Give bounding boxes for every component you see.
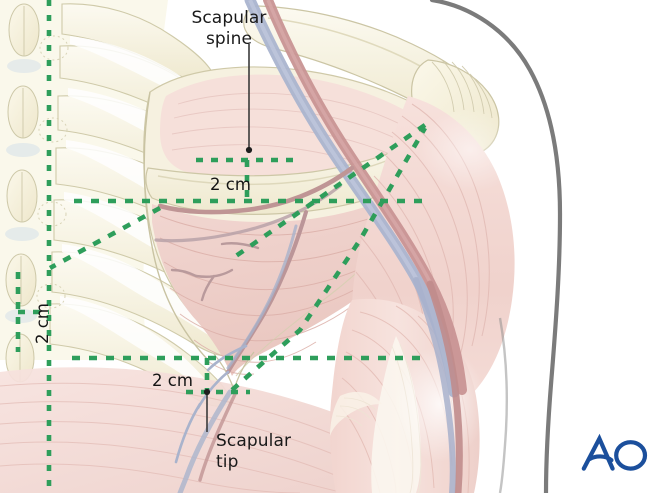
- label-scapular-tip: Scapular tip: [216, 431, 292, 472]
- measurement-upper-2cm: 2 cm: [210, 175, 251, 194]
- measurement-left-2cm: 2 cm: [33, 303, 52, 344]
- guide-diagonal-medial-left: [48, 205, 162, 271]
- ao-logo: [581, 433, 648, 471]
- lower-back-muscle: [0, 367, 430, 493]
- label-scapular-spine: Scapular spine: [191, 8, 267, 49]
- neurovascular-structures: [154, 0, 467, 493]
- leader-lines: [203, 44, 253, 432]
- body-outline: [429, 0, 563, 493]
- guide-diagonal-upper: [231, 123, 427, 260]
- measurement-lower-2cm: 2 cm: [152, 371, 193, 390]
- measurement-guides: [15, 0, 427, 493]
